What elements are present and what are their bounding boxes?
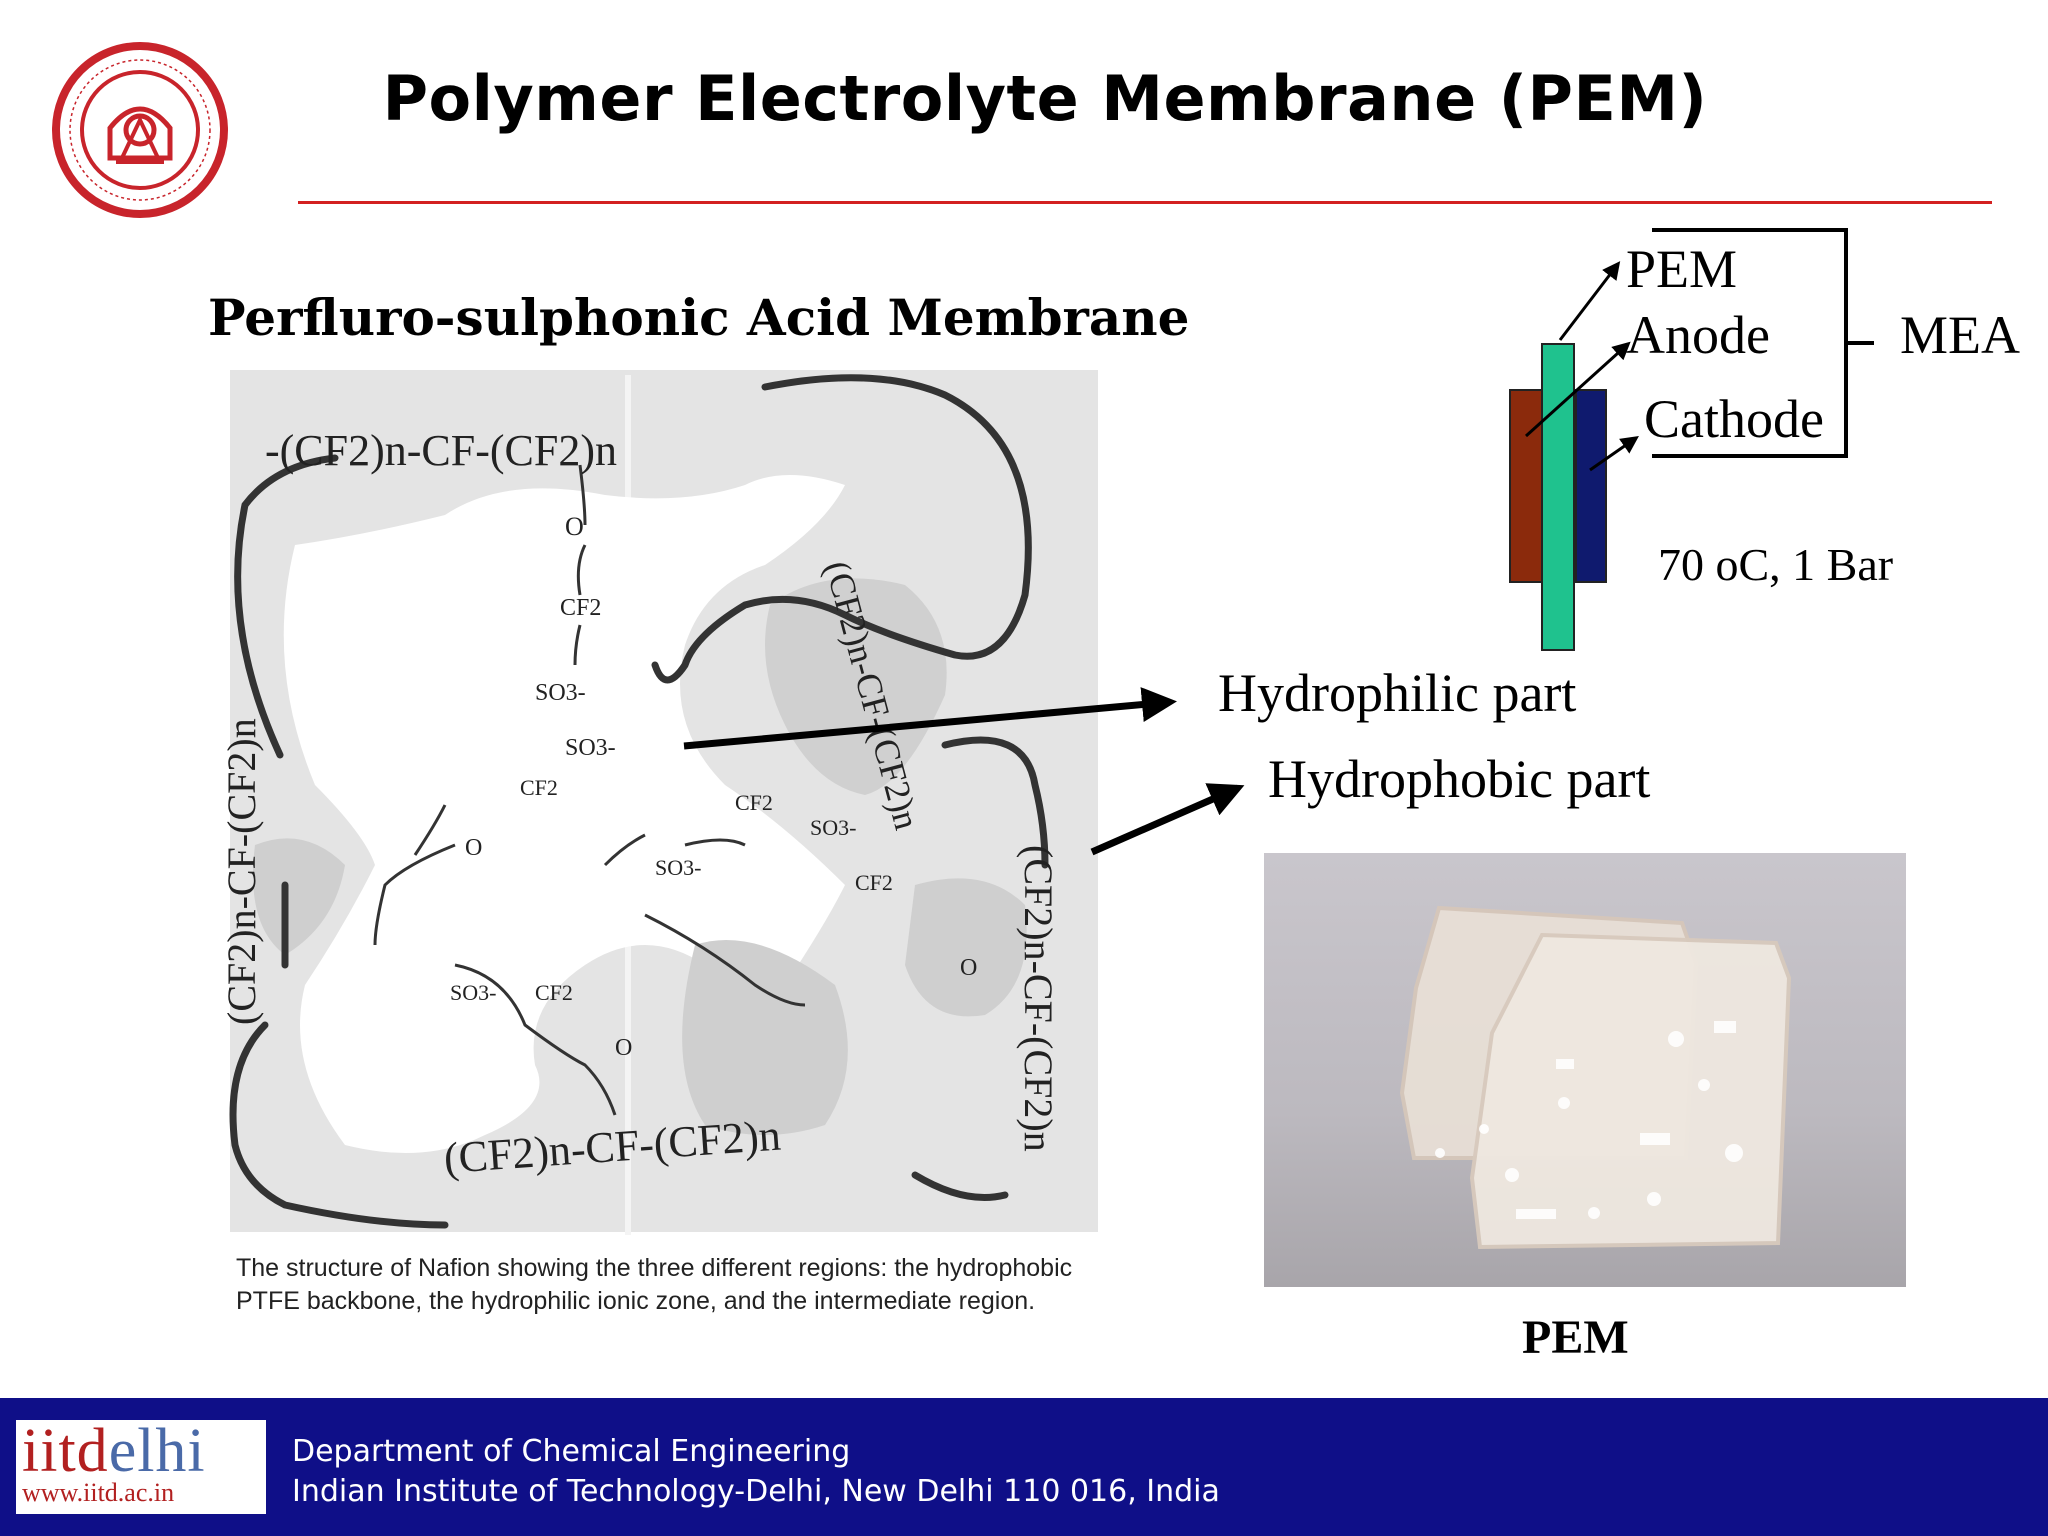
pem-pointer bbox=[1558, 261, 1621, 341]
oxygen-label: O bbox=[465, 835, 482, 861]
oxygen-label: O bbox=[615, 1035, 632, 1061]
pem-label: PEM bbox=[1626, 239, 1738, 299]
photo-caption: PEM bbox=[1522, 1311, 1629, 1364]
hydrophilic-label: Hydrophilic part bbox=[1218, 663, 1577, 723]
title-divider bbox=[298, 201, 1992, 204]
cf2-label: CF2 bbox=[560, 595, 601, 621]
logo-text-elhi: elhi bbox=[108, 1417, 206, 1485]
oxygen-label: O bbox=[960, 955, 977, 981]
footer-address: Indian Institute of Technology-Delhi, Ne… bbox=[292, 1474, 1220, 1509]
left-chain-label: (CF2)n-CF-(CF2)n bbox=[225, 718, 264, 1025]
figure-caption: The structure of Nafion showing the thre… bbox=[236, 1254, 1073, 1315]
mea-label: MEA bbox=[1900, 305, 2020, 365]
institute-seal-logo bbox=[50, 40, 230, 220]
cf2-label: CF2 bbox=[520, 775, 558, 800]
so3-label: SO3- bbox=[535, 680, 586, 706]
hydrophobic-arrow bbox=[1090, 783, 1245, 856]
hydrophilic-arrow bbox=[683, 687, 1177, 750]
nafion-structure-figure: -(CF2)n-CF-(CF2)n (CF2)n-CF-(CF2)n (CF2)… bbox=[219, 365, 1105, 1385]
pem-layer bbox=[1541, 343, 1575, 651]
top-chain-label: -(CF2)n-CF-(CF2)n bbox=[265, 426, 617, 475]
oxygen-label: O bbox=[565, 512, 584, 541]
footer-department: Department of Chemical Engineering bbox=[292, 1434, 851, 1469]
callout-arrows bbox=[683, 228, 1874, 856]
so3-label: SO3- bbox=[450, 980, 496, 1005]
cf2-label: CF2 bbox=[535, 980, 573, 1005]
footer-band bbox=[0, 1398, 2048, 1536]
pem-photo bbox=[1264, 853, 1906, 1287]
right-chain-label: (CF2)n-CF-(CF2)n bbox=[1016, 845, 1061, 1152]
cf2-label: CF2 bbox=[855, 870, 893, 895]
figure-heading: Perfluro-sulphonic Acid Membrane bbox=[208, 288, 1190, 347]
hydrophobic-label: Hydrophobic part bbox=[1268, 749, 1651, 809]
slide-title: Polymer Electrolyte Membrane (PEM) bbox=[382, 62, 1708, 135]
anode-pointer bbox=[1524, 341, 1631, 438]
so3-label: SO3- bbox=[810, 815, 856, 840]
cf2-label: CF2 bbox=[735, 790, 773, 815]
logo-text-iitd: iitd bbox=[22, 1417, 109, 1485]
anode-label: Anode bbox=[1626, 305, 1770, 365]
so3-label: SO3- bbox=[565, 735, 616, 761]
logo-url: www.iitd.ac.in bbox=[22, 1478, 175, 1507]
cathode-label: Cathode bbox=[1644, 389, 1824, 449]
operating-conditions: 70 oC, 1 Bar bbox=[1658, 539, 1894, 590]
cathode-pointer bbox=[1589, 435, 1639, 472]
so3-label: SO3- bbox=[655, 855, 701, 880]
iitd-logo: iitdelhi www.iitd.ac.in bbox=[16, 1417, 266, 1514]
cathode-layer bbox=[1575, 389, 1607, 583]
